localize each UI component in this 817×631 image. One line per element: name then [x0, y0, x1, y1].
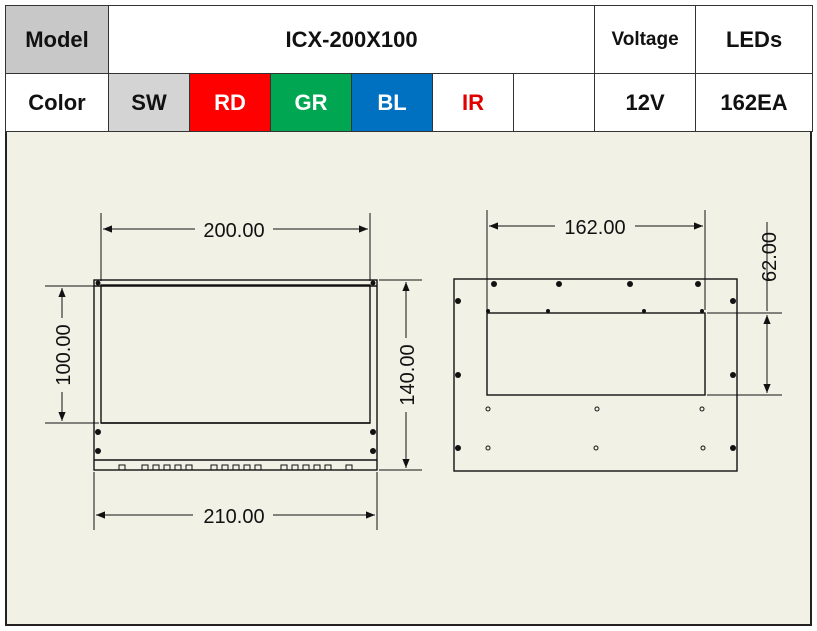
dim-front-width-top: 200.00 [203, 220, 264, 242]
color-swatch-ir: IR [432, 73, 514, 132]
front-outline [93, 279, 378, 471]
dim-back-width-top: 162.00 [564, 217, 625, 239]
color-swatch-sw: SW [108, 73, 190, 132]
back-holes [485, 406, 706, 451]
back-cutout [486, 312, 706, 396]
leds-value: 162EA [695, 73, 814, 132]
model-value: ICX-200X100 [107, 5, 596, 74]
voltage-label: Voltage [594, 5, 697, 74]
color-swatch-bl: BL [351, 73, 433, 132]
model-label: Model [5, 5, 109, 74]
back-view [453, 210, 782, 472]
color-swatch-gr: GR [270, 73, 352, 132]
dim-front-height-right: 140.00 [397, 344, 419, 405]
back-outline [453, 278, 738, 472]
front-screws [95, 280, 376, 454]
leds-label: LEDs [695, 5, 814, 74]
voltage-value: 12V [594, 73, 697, 132]
dim-front-width-bottom: 210.00 [203, 506, 264, 528]
color-swatch-empty [512, 73, 596, 132]
connector-pads [118, 464, 353, 471]
dim-back-height-right: 62.00 [759, 232, 781, 282]
color-label: Color [5, 73, 109, 132]
front-view [45, 213, 422, 530]
spec-table: Model ICX-200X100 Voltage LEDs Color SW … [5, 5, 814, 132]
technical-drawing: 200.00 100.00 140.00 210.00 [45, 210, 782, 530]
front-window [100, 284, 371, 424]
dim-front-height-left: 100.00 [53, 324, 75, 385]
back-screws [455, 281, 736, 451]
color-swatch-rd: RD [189, 73, 271, 132]
